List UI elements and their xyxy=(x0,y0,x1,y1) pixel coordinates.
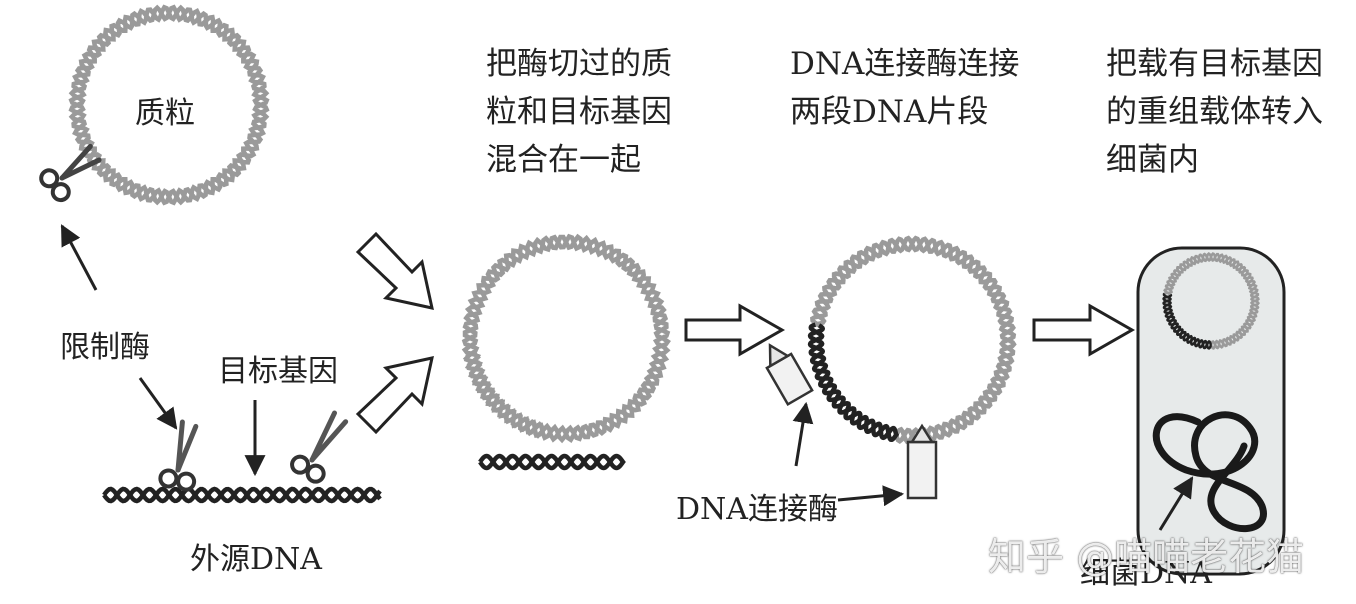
recombinant-plasmid-ring xyxy=(807,235,1017,445)
bacterial-dna-label: 细菌DNA xyxy=(1080,556,1212,591)
helix-strand xyxy=(102,486,382,504)
ligase-label: DNA连接酶 xyxy=(676,492,838,527)
target-gene-fragment xyxy=(478,453,626,471)
step-mix-text: 把酶切过的质粒和目标基因混合在一起 xyxy=(486,46,672,178)
scissors-icon xyxy=(39,143,102,203)
hollow-arrow-icon xyxy=(1032,303,1136,357)
plasmid-label: 质粒 xyxy=(135,96,195,131)
helix-strand xyxy=(102,486,382,504)
bacterial-chromosome xyxy=(1152,411,1267,533)
step-transform-text: 把载有目标基因的重组载体转入细菌内 xyxy=(1106,46,1323,178)
tube-icon xyxy=(765,343,814,407)
helix-strand xyxy=(461,233,671,444)
helix-strand xyxy=(1164,252,1260,350)
target-gene-label: 目标基因 xyxy=(218,354,338,389)
helix-strand xyxy=(68,4,270,206)
hollow-arrow-icon xyxy=(684,303,786,357)
step-ligate-text: DNA连接酶连接两段DNA片段 xyxy=(790,46,1020,130)
helix-strand xyxy=(478,453,626,471)
hollow-arrow-icon xyxy=(355,231,434,310)
tube-icon xyxy=(906,423,938,500)
helix-strand xyxy=(810,235,1017,445)
helix-strand xyxy=(1162,292,1213,350)
plasmid-ring xyxy=(68,4,270,206)
recombinant-plasmid-ring xyxy=(1162,252,1260,350)
foreign-dna-strand xyxy=(102,486,382,504)
cut-plasmid-ring xyxy=(461,233,671,444)
watermark: 知乎 @喵喵老花猫 xyxy=(988,535,1305,579)
helix-strand xyxy=(807,322,900,443)
restriction-enzyme-label: 限制酶 xyxy=(60,330,150,365)
helix-strand xyxy=(478,453,626,471)
scissors-icon xyxy=(158,419,199,492)
hollow-arrow-icon xyxy=(355,356,434,435)
helix-strand xyxy=(807,323,899,441)
scissors-icon xyxy=(290,410,349,484)
foreign-dna-label: 外源DNA xyxy=(190,542,322,577)
helix-strand xyxy=(811,235,1017,445)
